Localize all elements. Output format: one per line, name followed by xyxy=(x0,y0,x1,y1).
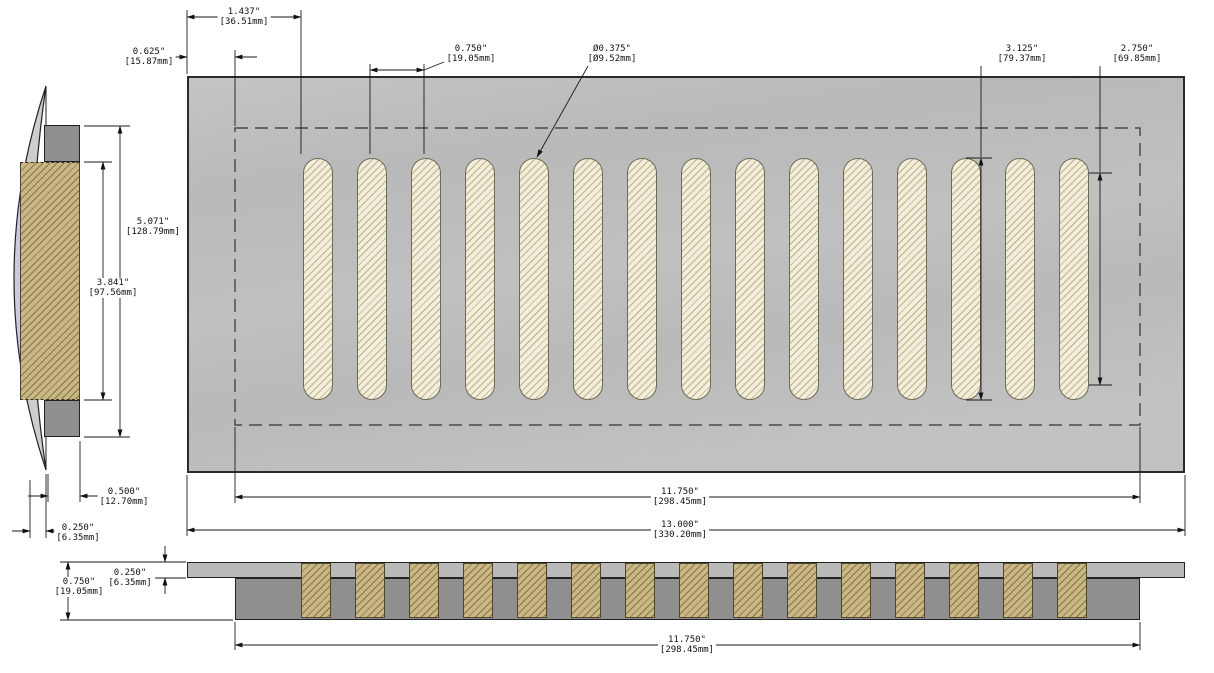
vent-slot-7 xyxy=(627,158,657,400)
section-slot-6 xyxy=(571,563,601,618)
dim-slot-width: Ø0.375" [Ø9.52mm] xyxy=(585,44,639,64)
dim-value-mm: [298.45mm] xyxy=(652,497,708,507)
section-slot-3 xyxy=(409,563,439,618)
section-slot-10 xyxy=(787,563,817,618)
dim-value-mm: [19.05mm] xyxy=(54,587,104,597)
vent-slot-13 xyxy=(951,158,981,400)
dim-value-in: 0.750" xyxy=(454,44,488,54)
dim-flange-depth: 0.250" [6.35mm] xyxy=(54,523,102,543)
vent-slot-15 xyxy=(1059,158,1089,400)
side-view-bottom-frame xyxy=(44,400,80,437)
vent-slot-3 xyxy=(411,158,441,400)
dim-overall-width: 13.000" [330.20mm] xyxy=(650,520,710,540)
vent-slot-12 xyxy=(897,158,927,400)
dim-value-in: 0.750" xyxy=(62,577,96,587)
dim-slot-pitch: 0.750" [19.05mm] xyxy=(444,44,498,64)
dim-value-mm: [15.87mm] xyxy=(124,57,174,67)
dim-opening-width: 11.750" [298.45mm] xyxy=(650,487,710,507)
section-slot-15 xyxy=(1057,563,1087,618)
dim-side-height: 5.071" [128.79mm] xyxy=(123,217,183,237)
dim-value-mm: [19.05mm] xyxy=(446,54,496,64)
dim-value-mm: [97.56mm] xyxy=(88,288,138,298)
dim-value-in: 0.250" xyxy=(113,568,147,578)
dim-value-in: 5.071" xyxy=(136,217,170,227)
dim-border-inset: 0.625" [15.87mm] xyxy=(122,47,176,67)
dim-value-mm: [6.35mm] xyxy=(108,578,152,588)
dim-value-mm: [69.85mm] xyxy=(1112,54,1162,64)
dim-value-in: 0.500" xyxy=(107,487,141,497)
vent-slot-4 xyxy=(465,158,495,400)
vent-slot-1 xyxy=(303,158,333,400)
dim-value-mm: [12.70mm] xyxy=(99,497,149,507)
dim-section-height: 0.750" [19.05mm] xyxy=(52,577,106,597)
vent-slot-14 xyxy=(1005,158,1035,400)
dim-damper-height: 3.841" [97.56mm] xyxy=(86,278,140,298)
dim-slot-center-length: 2.750" [69.85mm] xyxy=(1110,44,1164,64)
dim-slot-offset: 1.437" [36.51mm] xyxy=(217,7,271,27)
dim-value-mm: [128.79mm] xyxy=(125,227,181,237)
section-slot-8 xyxy=(679,563,709,618)
dim-value-in: 0.625" xyxy=(132,47,166,57)
section-slot-5 xyxy=(517,563,547,618)
section-slot-14 xyxy=(1003,563,1033,618)
dim-value-mm: [79.37mm] xyxy=(997,54,1047,64)
vent-slot-5 xyxy=(519,158,549,400)
vent-slot-8 xyxy=(681,158,711,400)
vent-slot-6 xyxy=(573,158,603,400)
dim-value-in: 11.750" xyxy=(661,487,699,497)
dim-plate-thickness: 0.250" [6.35mm] xyxy=(106,568,154,588)
dim-value-mm: [Ø9.52mm] xyxy=(587,54,637,64)
dim-value-mm: [6.35mm] xyxy=(56,533,100,543)
dim-value-in: 2.750" xyxy=(1120,44,1154,54)
dim-slot-length: 3.125" [79.37mm] xyxy=(995,44,1049,64)
dim-value-in: 1.437" xyxy=(227,7,261,17)
dim-value-in: Ø0.375" xyxy=(593,44,631,54)
dim-value-in: 3.125" xyxy=(1005,44,1039,54)
section-slot-7 xyxy=(625,563,655,618)
vent-slot-2 xyxy=(357,158,387,400)
side-view-top-frame xyxy=(44,125,80,162)
dim-body-depth: 0.500" [12.70mm] xyxy=(97,487,151,507)
dim-value-in: 11.750" xyxy=(668,635,706,645)
dim-value-mm: [36.51mm] xyxy=(219,17,269,27)
section-slot-11 xyxy=(841,563,871,618)
dim-value-in: 3.841" xyxy=(96,278,130,288)
dim-value-mm: [298.45mm] xyxy=(659,645,715,655)
section-slot-13 xyxy=(949,563,979,618)
dim-duct-width: 11.750" [298.45mm] xyxy=(657,635,717,655)
dim-value-mm: [330.20mm] xyxy=(652,530,708,540)
section-slot-9 xyxy=(733,563,763,618)
dim-value-in: 13.000" xyxy=(661,520,699,530)
section-slot-12 xyxy=(895,563,925,618)
section-slot-4 xyxy=(463,563,493,618)
section-slot-1 xyxy=(301,563,331,618)
section-slot-2 xyxy=(355,563,385,618)
dim-value-in: 0.250" xyxy=(61,523,95,533)
front-view-faceplate xyxy=(187,76,1185,473)
vent-slot-9 xyxy=(735,158,765,400)
vent-slot-11 xyxy=(843,158,873,400)
side-view-damper-section xyxy=(20,162,80,400)
vent-slot-10 xyxy=(789,158,819,400)
